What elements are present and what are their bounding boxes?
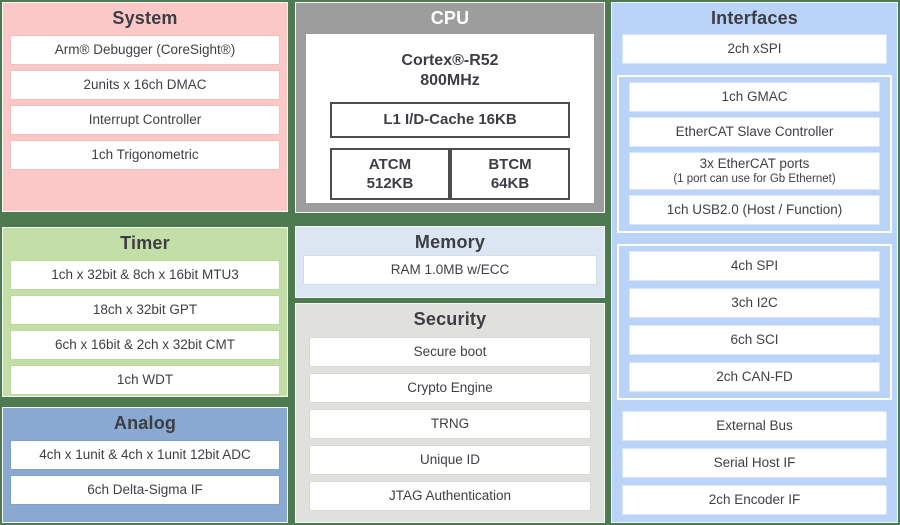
analog-item-delta-sigma: 6ch Delta-Sigma IF: [11, 476, 279, 504]
interface-item-xspi: 2ch xSPI: [622, 34, 887, 64]
interface-item-canfd: 2ch CAN-FD: [629, 362, 880, 392]
interface-item-gmac: 1ch GMAC: [629, 82, 880, 112]
system-block-title: System: [112, 8, 178, 28]
cpu-l1-cache-box: L1 I/D-Cache 16KB: [330, 102, 570, 138]
btcm-size: 64KB: [490, 175, 530, 192]
memory-block-title: Memory: [414, 232, 486, 252]
cpu-inner-panel: Cortex®-R52 800MHz L1 I/D-Cache 16KB ATC…: [306, 34, 594, 203]
ethercat-ports-label: 3x EtherCAT ports: [699, 156, 810, 171]
timer-block: Timer 1ch x 32bit & 8ch x 16bit MTU3 18c…: [2, 227, 288, 397]
interface-item-serial-host: Serial Host IF: [622, 448, 887, 478]
cpu-atcm-box: ATCM 512KB: [330, 148, 450, 200]
comm-interface-group: 4ch SPI 3ch I2C 6ch SCI 2ch CAN-FD: [617, 244, 892, 400]
ethernet-interface-group: 1ch GMAC EtherCAT Slave Controller 3x Et…: [617, 75, 892, 233]
interface-item-sci: 6ch SCI: [629, 325, 880, 355]
interfaces-block: Interfaces 2ch xSPI 1ch GMAC EtherCAT Sl…: [611, 2, 898, 523]
system-item-dmac: 2units x 16ch DMAC: [11, 71, 279, 99]
atcm-name: ATCM: [368, 156, 412, 173]
cpu-core-frequency: 800MHz: [420, 72, 480, 89]
interface-item-external-bus: External Bus: [622, 411, 887, 441]
interfaces-block-title: Interfaces: [710, 8, 799, 28]
interface-item-spi: 4ch SPI: [629, 251, 880, 281]
security-block-title: Security: [413, 309, 487, 329]
analog-block-title: Analog: [113, 413, 177, 433]
cpu-block: CPU Cortex®-R52 800MHz L1 I/D-Cache 16KB…: [295, 2, 605, 213]
interface-item-encoder: 2ch Encoder IF: [622, 485, 887, 515]
system-item-interrupt-controller: Interrupt Controller: [11, 106, 279, 134]
interface-item-i2c: 3ch I2C: [629, 288, 880, 318]
interface-item-ethercat-slave: EtherCAT Slave Controller: [629, 117, 880, 147]
security-item-trng: TRNG: [310, 410, 590, 438]
system-item-trigonometric: 1ch Trigonometric: [11, 141, 279, 169]
misc-interface-group: External Bus Serial Host IF 2ch Encoder …: [612, 411, 897, 515]
security-item-secure-boot: Secure boot: [310, 338, 590, 366]
cpu-tcm-row: ATCM 512KB BTCM 64KB: [330, 148, 570, 200]
analog-block: Analog 4ch x 1unit & 4ch x 1unit 12bit A…: [2, 407, 288, 523]
timer-item-gpt: 18ch x 32bit GPT: [11, 296, 279, 324]
system-block: System Arm® Debugger (CoreSight®) 2units…: [2, 2, 288, 212]
security-block: Security Secure boot Crypto Engine TRNG …: [295, 303, 605, 523]
memory-block: Memory RAM 1.0MB w/ECC: [295, 226, 605, 298]
timer-item-wdt: 1ch WDT: [11, 366, 279, 394]
security-item-crypto-engine: Crypto Engine: [310, 374, 590, 402]
interface-item-usb: 1ch USB2.0 (Host / Function): [629, 195, 880, 225]
atcm-size: 512KB: [366, 175, 414, 192]
analog-item-adc: 4ch x 1unit & 4ch x 1unit 12bit ADC: [11, 441, 279, 469]
system-item-arm-debugger: Arm® Debugger (CoreSight®): [11, 36, 279, 64]
cpu-btcm-box: BTCM 64KB: [450, 148, 570, 200]
timer-item-cmt: 6ch x 16bit & 2ch x 32bit CMT: [11, 331, 279, 359]
btcm-name: BTCM: [488, 156, 532, 173]
timer-block-title: Timer: [120, 233, 170, 253]
timer-item-mtu3: 1ch x 32bit & 8ch x 16bit MTU3: [11, 261, 279, 289]
memory-item-ram: RAM 1.0MB w/ECC: [304, 256, 596, 284]
ethercat-ports-note: (1 port can use for Gb Ethernet): [673, 173, 836, 185]
cpu-core-label: Cortex®-R52 800MHz: [306, 34, 594, 91]
security-item-jtag-auth: JTAG Authentication: [310, 482, 590, 510]
interface-item-ethercat-ports: 3x EtherCAT ports (1 port can use for Gb…: [629, 152, 880, 190]
cpu-core-name: Cortex®-R52: [401, 52, 499, 69]
cpu-block-title: CPU: [430, 8, 470, 28]
security-item-unique-id: Unique ID: [310, 446, 590, 474]
